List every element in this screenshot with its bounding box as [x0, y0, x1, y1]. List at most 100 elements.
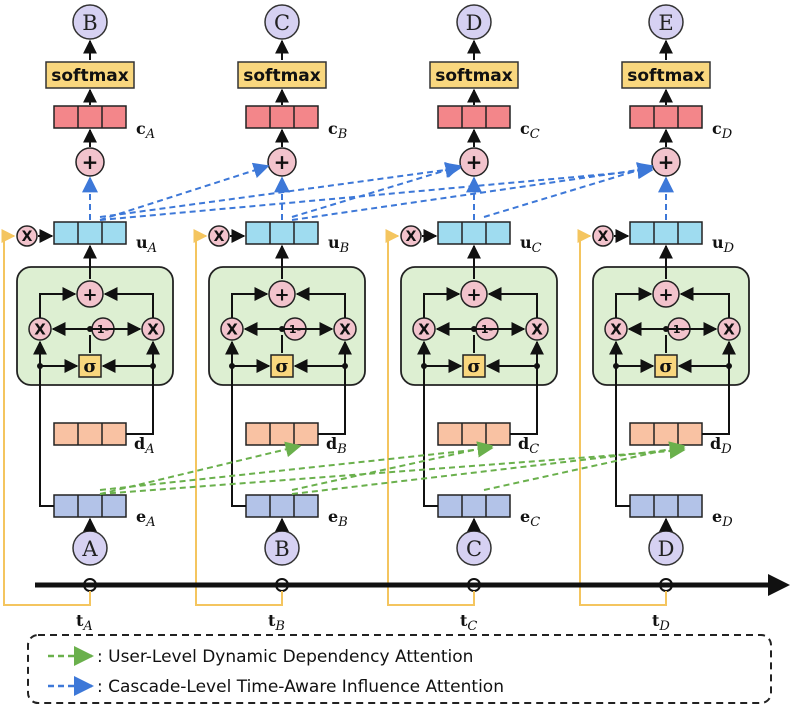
gate-multiply-left-label: X	[610, 320, 622, 338]
gate-plus	[76, 280, 104, 308]
time-label-sub: D	[658, 619, 670, 634]
junction-sigma	[471, 326, 477, 332]
c-vector-frame	[53, 105, 127, 129]
u-label-symbol: u	[136, 233, 148, 252]
time-multiply	[208, 225, 230, 247]
u-vector	[437, 221, 511, 245]
wire-right-to-plus	[679, 287, 730, 318]
sigma-box	[78, 354, 102, 378]
c-vector	[629, 105, 703, 129]
e-label-sub: B	[337, 515, 348, 530]
output-node	[648, 4, 684, 40]
time-label-symbol: t	[268, 611, 276, 630]
c-label-sub: C	[530, 127, 540, 142]
wire-e-to-left	[33, 340, 54, 507]
wire-left-to-plus	[423, 287, 461, 318]
e-vector	[437, 494, 511, 518]
c-label: cA	[136, 119, 155, 142]
wire-left-to-plus	[231, 287, 269, 318]
wire-d-to-right	[126, 340, 160, 435]
c-vector-frame	[437, 105, 511, 129]
u-label-sub: D	[723, 241, 735, 256]
c-label: cB	[328, 119, 347, 142]
blue-attention-2-3	[483, 162, 654, 218]
plus-aggregate-label: +	[466, 150, 483, 174]
c-label-sub: D	[721, 127, 733, 142]
gate-multiply-right-label: X	[723, 320, 735, 338]
e-vector	[245, 494, 319, 518]
c-label-symbol: c	[136, 119, 146, 138]
timeline-arrowhead	[768, 574, 790, 596]
plus-aggregate	[75, 147, 105, 177]
d-vector	[629, 422, 703, 446]
time-label: tA	[76, 611, 93, 634]
u-label-symbol: u	[712, 233, 724, 252]
legend-box	[27, 634, 772, 704]
wire-d-to-right	[318, 340, 352, 435]
time-line	[385, 229, 475, 606]
c-label-symbol: c	[520, 119, 530, 138]
e-label-symbol: e	[520, 507, 530, 526]
d-vector-frame	[437, 422, 511, 446]
output-node	[264, 4, 300, 40]
time-label: tB	[268, 611, 285, 634]
time-multiply-label: X	[598, 229, 609, 245]
d-label-sub: B	[336, 442, 347, 457]
sigma-box	[270, 354, 294, 378]
d-label-sub: D	[720, 442, 732, 457]
d-label: dC	[518, 434, 539, 457]
green-attention-1-3	[291, 441, 686, 495]
u-label-sub: B	[339, 241, 350, 256]
softmax-box	[621, 61, 711, 89]
d-vector	[437, 422, 511, 446]
d-vector	[245, 422, 319, 446]
legend: : User-Level Dynamic Dependency Attentio…	[27, 634, 772, 704]
gate-multiply-left-label: X	[226, 320, 238, 338]
green-attention-2-3	[483, 441, 686, 491]
legend-blue-label: : Cascade-Level Time-Aware Influence Att…	[97, 677, 504, 697]
gate-plus	[460, 280, 488, 308]
input-node-label: B	[274, 537, 289, 561]
gate-multiply-left-label: X	[34, 320, 46, 338]
e-vector-frame	[53, 494, 127, 518]
wire-left-to-plus	[615, 287, 653, 318]
wire-d-to-right	[510, 340, 544, 435]
output-node	[456, 4, 492, 40]
d-vector-frame	[53, 422, 127, 446]
e-label-symbol: e	[136, 507, 146, 526]
softmax-label: softmax	[243, 66, 321, 86]
attention-layer	[82, 162, 686, 495]
time-label-symbol: t	[76, 611, 84, 630]
time-line	[193, 229, 283, 606]
e-vector-frame	[245, 494, 319, 518]
c-label: cD	[712, 119, 733, 142]
time-label-sub: B	[274, 619, 285, 634]
gate-plus-label: +	[274, 284, 289, 305]
softmax-box	[429, 61, 519, 89]
time-label-sub: C	[467, 619, 477, 634]
c-label: cC	[520, 119, 540, 142]
time-multiply-label: X	[214, 229, 225, 245]
junction-sigma	[87, 326, 93, 332]
time-line	[1, 229, 91, 606]
e-label: eB	[328, 507, 348, 530]
e-label-sub: D	[721, 515, 733, 530]
d-label-symbol: d	[518, 434, 529, 453]
wire-right-to-plus	[295, 287, 346, 318]
d-label-symbol: d	[134, 434, 145, 453]
output-node-label: E	[658, 11, 673, 35]
gate-plus-label: +	[658, 284, 673, 305]
softmax-label: softmax	[51, 66, 129, 86]
u-vector	[245, 221, 319, 245]
gate-plus-label: +	[82, 284, 97, 305]
gate-multiply-right-label: X	[147, 320, 159, 338]
d-label: dA	[134, 434, 155, 457]
u-label-symbol: u	[520, 233, 532, 252]
u-label: uA	[136, 233, 157, 256]
u-vector-frame	[245, 221, 319, 245]
time-multiply	[592, 225, 614, 247]
output-node-label: D	[466, 11, 483, 35]
softmax-box	[237, 61, 327, 89]
